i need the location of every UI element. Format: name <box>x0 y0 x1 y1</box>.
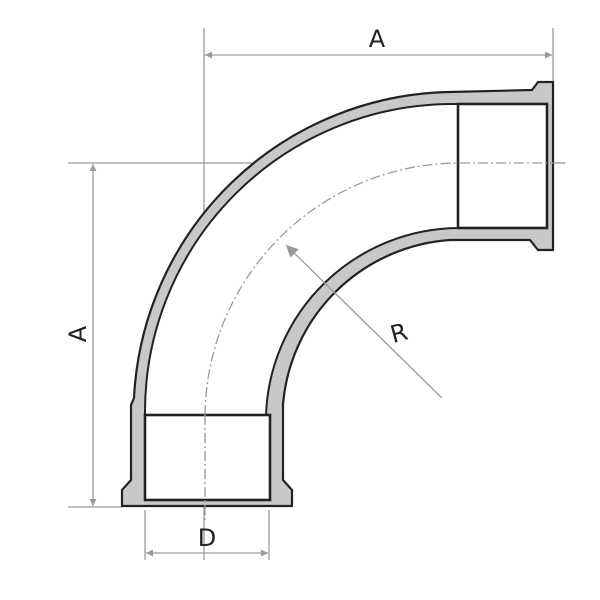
right-socket-bore <box>456 102 549 230</box>
label-d: D <box>198 524 216 552</box>
dimension-r <box>285 244 443 399</box>
bend-centerline-arc <box>204 162 461 416</box>
label-a-top: A <box>369 25 386 53</box>
label-a-left: A <box>64 325 92 342</box>
dimension-lines <box>89 51 552 557</box>
label-r: R <box>387 318 410 349</box>
elbow-body <box>120 80 555 508</box>
centerline <box>204 162 565 520</box>
bottom-socket-bore <box>143 413 272 502</box>
